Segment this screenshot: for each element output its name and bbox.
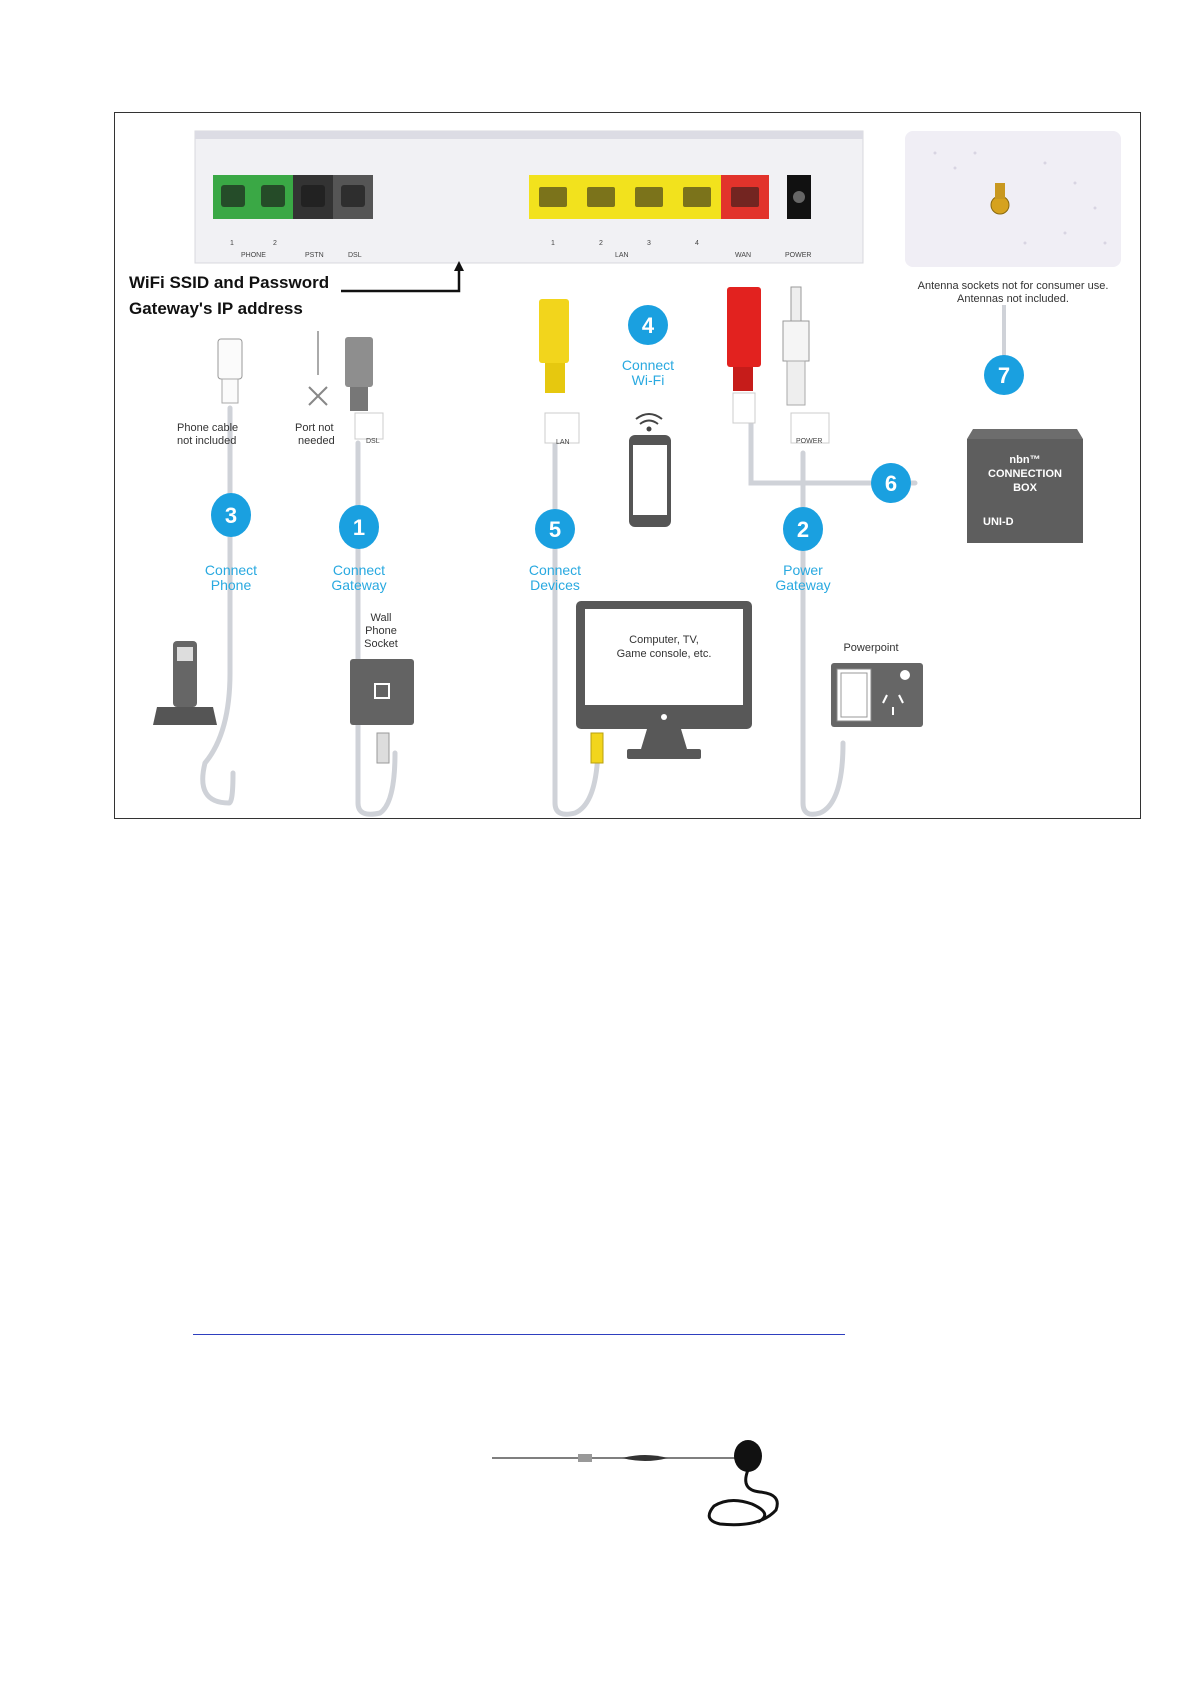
note-gateway-ip: Gateway's IP address: [129, 299, 303, 318]
lan-plug-icon: [539, 299, 580, 444]
phone-cable-note-line1: Phone cable: [177, 422, 238, 434]
step-2-line1: Power: [783, 562, 823, 578]
label-phone: PHONE: [241, 252, 266, 259]
plug-dsl-label: DSL: [366, 438, 380, 445]
setup-diagram: 1 2 PHONE PSTN DSL 1 2 3 4 LAN WAN POWER…: [129, 130, 1121, 817]
antenna-note-line1: Antenna sockets not for consumer use.: [918, 280, 1109, 292]
svg-text:5: 5: [549, 517, 561, 542]
wan-plug-icon: [727, 287, 761, 424]
phone-cable-note-line2: not included: [177, 435, 236, 447]
step-4-line1: Connect: [622, 357, 674, 373]
svg-text:BOX: BOX: [1013, 482, 1038, 494]
cables: [200, 405, 918, 817]
antenna-socket-panel: Antenna sockets not for consumer use. An…: [905, 131, 1121, 305]
step-1-line2: Gateway: [331, 577, 386, 593]
port-not-needed-line1: Port not: [295, 422, 334, 434]
wifi-note: WiFi SSID and Password Gateway's IP addr…: [129, 261, 464, 318]
step-3-line1: Connect: [205, 562, 257, 578]
computer-monitor-icon: Computer, TV, Game console, etc.: [576, 601, 752, 759]
wall-socket-line3: Socket: [364, 638, 398, 650]
svg-text:nbn™: nbn™: [1009, 454, 1040, 466]
wall-socket-line1: Wall: [371, 612, 392, 624]
svg-text:1: 1: [353, 515, 365, 540]
powerpoint-label: Powerpoint: [843, 642, 898, 654]
step-badge-2: 2: [783, 507, 823, 551]
step-3-line2: Phone: [211, 577, 252, 593]
computer-line1: Computer, TV,: [629, 634, 699, 646]
label-phone-1: 1: [230, 240, 234, 247]
note-arrow-icon: [341, 266, 461, 293]
step-badge-1: 1: [339, 505, 379, 549]
wifi-icon: [635, 413, 663, 425]
label-wan: WAN: [735, 252, 751, 259]
link-underline: [193, 1334, 845, 1335]
svg-text:UNI-D: UNI-D: [983, 516, 1014, 528]
step-badge-6: 6: [871, 463, 911, 503]
antenna-image: [492, 1440, 779, 1527]
label-phone-2: 2: [273, 240, 277, 247]
svg-text:CONNECTION: CONNECTION: [988, 468, 1062, 480]
computer-line2: Game console, etc.: [617, 648, 712, 660]
antenna-note-line2: Antennas not included.: [957, 293, 1069, 305]
phone-plug-icon: [217, 338, 243, 404]
smartphone-icon: [629, 435, 671, 527]
step-5-line2: Devices: [530, 577, 580, 593]
step-badge-7: 7: [984, 355, 1024, 395]
svg-text:3: 3: [225, 503, 237, 528]
label-lan-3: 3: [647, 240, 651, 247]
wall-socket-line2: Phone: [365, 625, 397, 637]
label-power: POWER: [785, 252, 811, 259]
router-setup-figure: 1 2 PHONE PSTN DSL 1 2 3 4 LAN WAN POWER…: [114, 112, 1141, 819]
port-not-needed-line2: needed: [298, 435, 335, 447]
label-lan-1: 1: [551, 240, 555, 247]
svg-text:2: 2: [797, 517, 809, 542]
svg-text:7: 7: [998, 363, 1010, 388]
powerpoint-icon: [831, 663, 923, 727]
step-5-line1: Connect: [529, 562, 581, 578]
step-badge-4: 4: [628, 305, 668, 345]
cordless-phone-icon: [153, 641, 217, 725]
note-wifi-ssid: WiFi SSID and Password: [129, 273, 329, 292]
label-lan: LAN: [615, 252, 629, 259]
label-lan-4: 4: [695, 240, 699, 247]
nbn-connection-box: nbn™ CONNECTION BOX UNI-D: [967, 429, 1083, 543]
label-dsl: DSL: [348, 252, 362, 259]
svg-text:6: 6: [885, 471, 897, 496]
wall-phone-socket-icon: [350, 659, 414, 764]
step-badge-3: 3: [211, 493, 251, 537]
plug-power-label: POWER: [796, 438, 822, 445]
label-lan-2: 2: [599, 240, 603, 247]
plug-lan-label: LAN: [556, 439, 570, 446]
label-pstn: PSTN: [305, 252, 324, 259]
step-badge-5: 5: [535, 509, 575, 549]
dsl-plug-icon: [345, 337, 384, 440]
power-plug-icon: [782, 286, 830, 444]
step-4-line2: Wi-Fi: [632, 372, 665, 388]
cross-icon: [308, 386, 328, 406]
step-2-line2: Gateway: [775, 577, 830, 593]
svg-text:4: 4: [642, 313, 655, 338]
step-1-line1: Connect: [333, 562, 385, 578]
router-back-panel: 1 2 PHONE PSTN DSL 1 2 3 4 LAN WAN POWER: [194, 130, 864, 264]
